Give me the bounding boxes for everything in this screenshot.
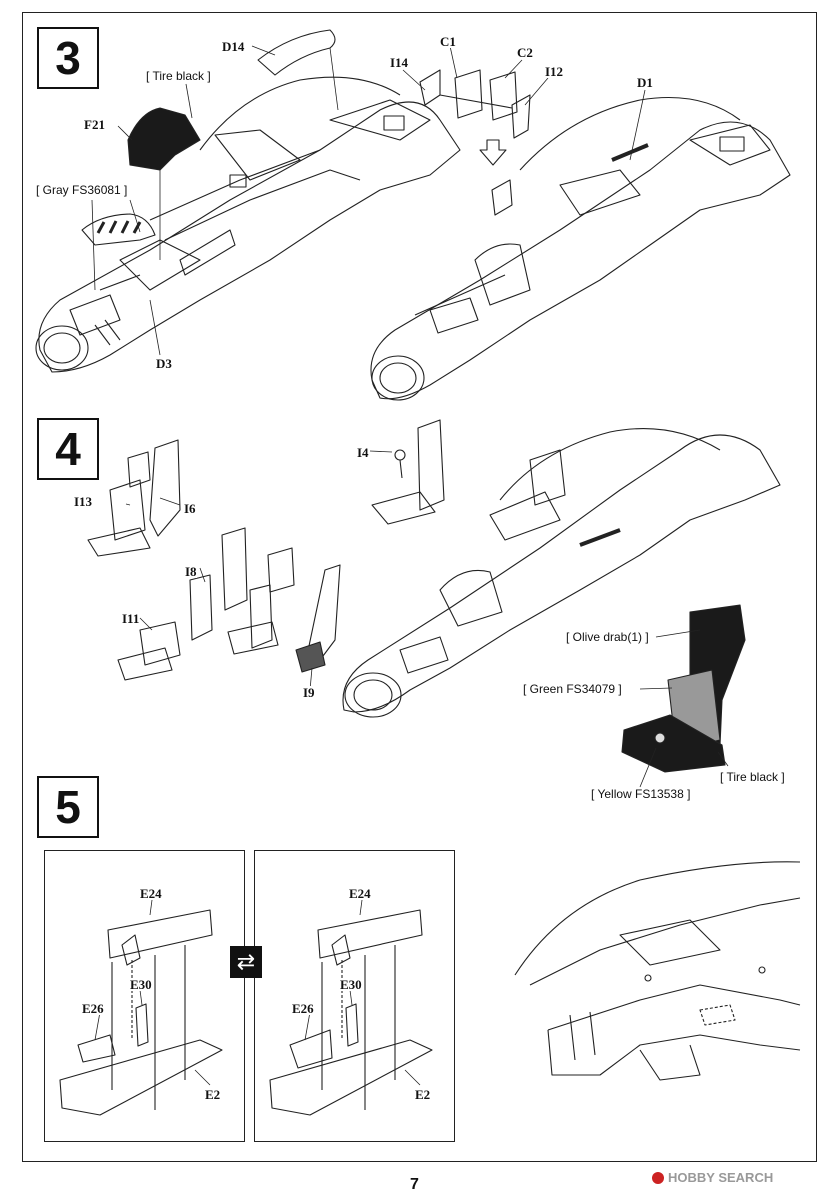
color-label-green: [ Green FS34079 ] xyxy=(523,682,622,696)
part-label-d1: D1 xyxy=(637,75,653,90)
watermark-text: HOBBY SEARCH xyxy=(668,1170,774,1185)
part-label-i9: I9 xyxy=(303,685,315,700)
instruction-sheet-frame xyxy=(22,12,817,1162)
part-label-f21: F21 xyxy=(84,117,105,132)
step4-fuselage xyxy=(342,428,781,718)
step3-fuselage-left xyxy=(35,76,461,373)
part-label-d14: D14 xyxy=(222,39,245,54)
color-label-yellow: [ Yellow FS13538 ] xyxy=(591,787,691,801)
part-label-e30-right: E30 xyxy=(340,977,362,992)
step5-fuselage-cutaway xyxy=(514,861,801,1081)
part-label-e24-left: E24 xyxy=(140,886,162,901)
step5-option-a-panel xyxy=(44,850,245,1142)
step3-f21-windscreen xyxy=(127,107,201,171)
step5-right-assembly xyxy=(269,909,433,1116)
page-number: 7 xyxy=(410,1176,419,1193)
watermark-logo-icon xyxy=(652,1171,664,1184)
color-label-gray: [ Gray FS36081 ] xyxy=(36,183,128,197)
swap-arrows-icon: ⇄ xyxy=(230,946,262,978)
part-label-e24-right: E24 xyxy=(349,886,371,901)
part-label-e2-left: E2 xyxy=(205,1087,221,1102)
step5-option-b-panel xyxy=(254,850,455,1142)
color-label-olive-drab: [ Olive drab(1) ] xyxy=(566,630,649,644)
part-label-c1: C1 xyxy=(440,34,456,49)
step3-down-arrow-icon xyxy=(479,139,507,166)
step3-fuselage-right xyxy=(370,96,791,401)
color-label-tire-black-seat: [ Tire black ] xyxy=(720,770,785,784)
part-label-c2: C2 xyxy=(517,45,533,60)
part-label-i8: I8 xyxy=(185,564,197,579)
part-label-i14: I14 xyxy=(390,55,409,70)
step3-gray-panel xyxy=(81,213,156,246)
step3-d14-canopy xyxy=(257,29,336,76)
part-label-i6: I6 xyxy=(184,501,196,516)
part-label-e26-right: E26 xyxy=(292,1001,314,1016)
part-label-i12: I12 xyxy=(545,64,564,79)
part-label-e26-left: E26 xyxy=(82,1001,104,1016)
step3-right-leader-lines xyxy=(402,45,646,161)
part-label-i13: I13 xyxy=(74,494,93,509)
part-label-i4: I4 xyxy=(357,445,369,460)
part-label-e2-right: E2 xyxy=(415,1087,431,1102)
step5-left-assembly xyxy=(59,909,223,1116)
part-label-e30-left: E30 xyxy=(130,977,152,992)
step5-leader-lines xyxy=(94,899,421,1086)
step-number-4: 4 xyxy=(37,418,99,480)
step4-painted-seat xyxy=(621,604,746,773)
step3-leader-lines xyxy=(91,45,339,356)
part-label-i11: I11 xyxy=(122,611,140,626)
step3-seat-rail-assembly xyxy=(419,69,531,216)
step4-ejection-seat-parts xyxy=(87,419,445,681)
part-label-d3: D3 xyxy=(156,356,172,371)
watermark: HOBBY SEARCH xyxy=(652,1170,773,1185)
step-number-5: 5 xyxy=(37,776,99,838)
color-label-tire-black: [ Tire black ] xyxy=(146,69,211,83)
step-number-3: 3 xyxy=(37,27,99,89)
